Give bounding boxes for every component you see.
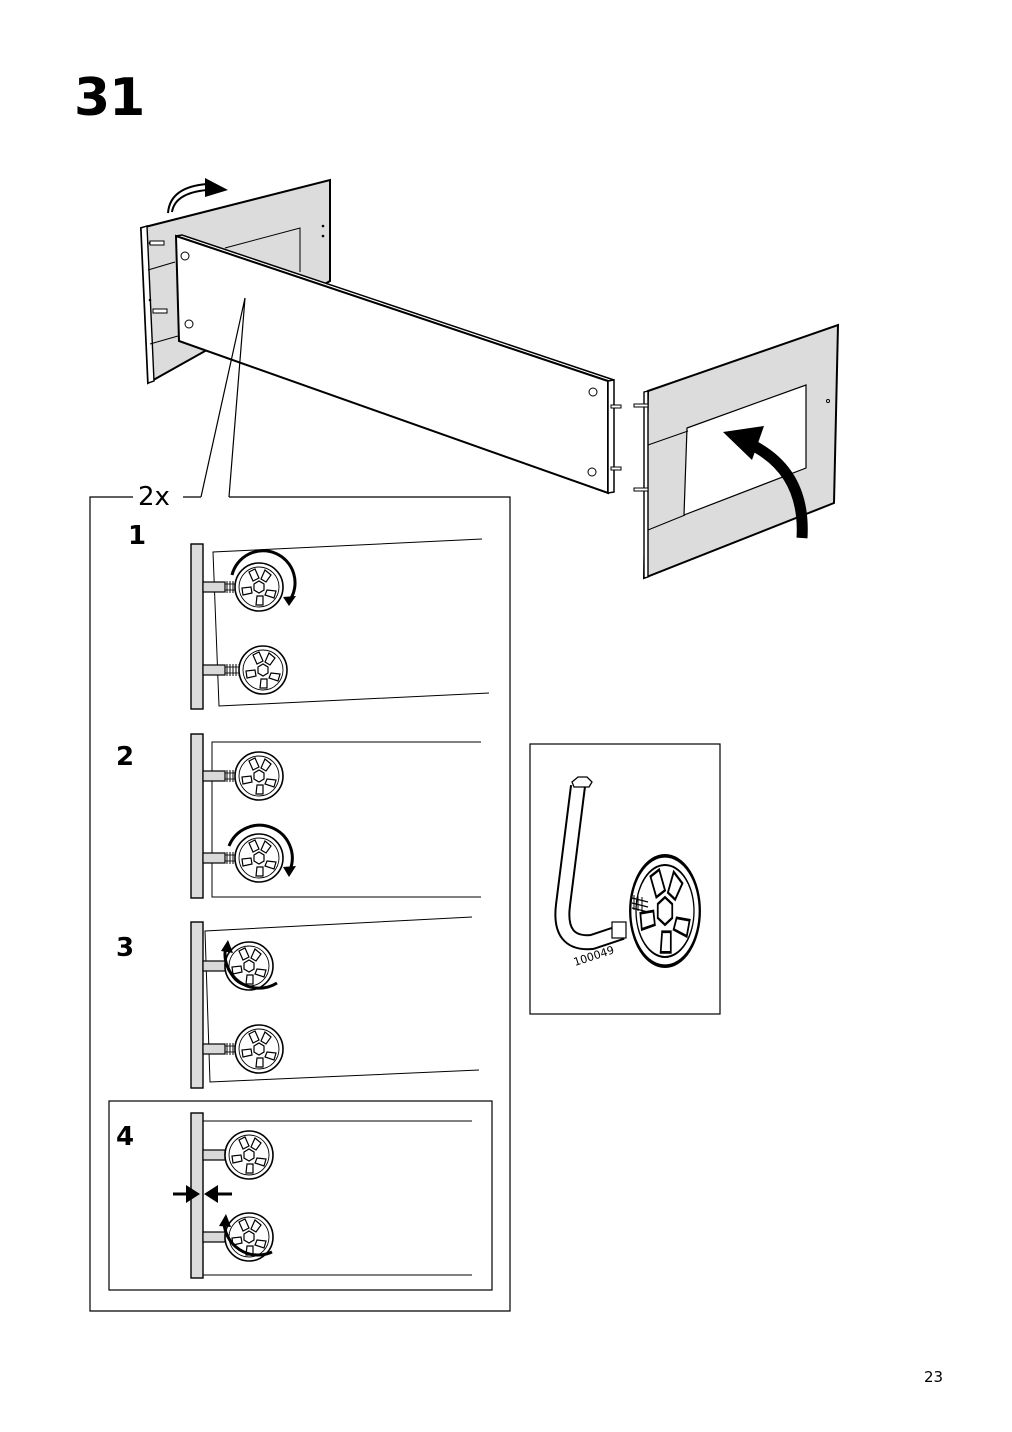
cam-lock-icon (234, 562, 284, 612)
allen-key-icon (554, 776, 627, 951)
substep-label: 1 (128, 521, 146, 551)
bolt-tip-icon (631, 895, 649, 913)
cam-lock-icon (628, 853, 702, 969)
cam-lock-icon (234, 1024, 284, 1074)
page-number: 23 (924, 1368, 944, 1386)
callout-leader (200, 297, 246, 498)
substep-4: 4 (108, 1100, 493, 1291)
rotate-arrow-icon (222, 1220, 273, 1257)
rotate-arrow-icon (227, 823, 294, 871)
substep-2: 2 (116, 733, 481, 899)
rotate-arrow-icon (167, 178, 228, 214)
cam-lock-icon (234, 751, 284, 801)
substep-3: 3 (116, 916, 480, 1089)
press-arrows-icon (173, 1185, 232, 1203)
rotate-arrow-icon (223, 945, 278, 990)
cam-lock-icon (234, 833, 284, 883)
rotate-arrow-icon (230, 549, 297, 601)
cam-lock-icon (224, 941, 274, 991)
front-panel (633, 323, 840, 580)
swing-arrow-icon (723, 426, 808, 539)
tool-box: 100049 (529, 743, 721, 1015)
substep-label: 4 (116, 1122, 134, 1152)
substep-1: 1 (128, 521, 490, 710)
step-number: 31 (74, 68, 145, 128)
substep-label: 3 (116, 933, 134, 963)
cam-lock-icon (224, 1130, 274, 1180)
dowel-icon (149, 240, 168, 314)
detail-box (89, 496, 511, 1312)
substep-label: 2 (116, 742, 134, 772)
rail-panel (174, 234, 622, 495)
cam-lock-icon (238, 645, 288, 695)
quantity-label: 2x (138, 482, 170, 512)
